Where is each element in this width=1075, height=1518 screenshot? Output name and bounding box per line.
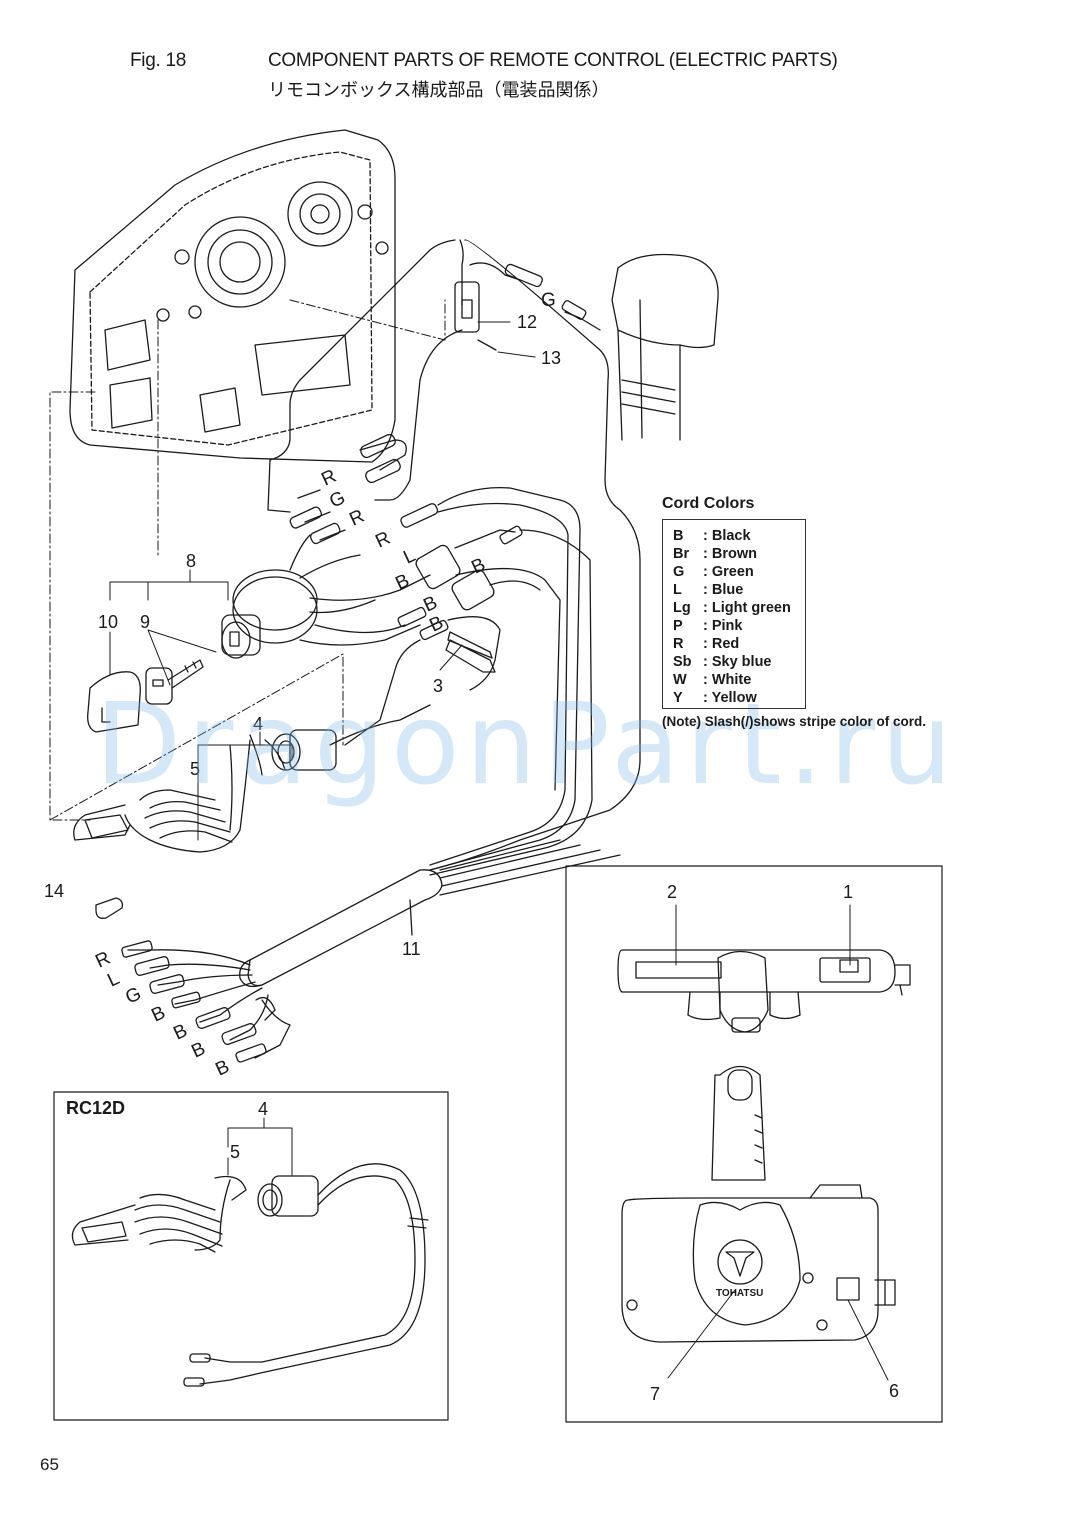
rc12d-stop-switch	[183, 1163, 429, 1387]
terminal-cap	[95, 897, 124, 919]
cord-color-row: Sb: Sky blue	[673, 654, 772, 670]
wire-label: L	[400, 545, 418, 569]
watermark: DragonPart.ru	[95, 680, 959, 810]
wire-label: G	[541, 290, 556, 311]
rc12d-label: RC12D	[66, 1098, 126, 1118]
cord-colors-table: B: Black Br: Brown G: Green L: Blue Lg: …	[662, 519, 806, 709]
callout-2: 2	[667, 882, 677, 902]
wire-label: L	[104, 968, 122, 992]
callout-8: 8	[186, 551, 196, 571]
page-title: COMPONENT PARTS OF REMOTE CONTROL (ELECT…	[268, 50, 838, 71]
wire-label: B	[426, 612, 446, 636]
cord-color-row: L: Blue	[673, 582, 744, 598]
wire-label: B	[188, 1038, 208, 1062]
callout-13: 13	[541, 348, 561, 368]
wire-label: B	[392, 570, 412, 594]
upper-cables	[267, 239, 641, 871]
callout-1: 1	[843, 882, 853, 902]
cable-tie	[447, 631, 493, 659]
cord-colors-title: Cord Colors	[662, 495, 755, 512]
inset-callout-5: 5	[230, 1142, 240, 1162]
wire-label: G	[326, 487, 348, 512]
lanyard-cord	[73, 739, 251, 853]
callout-4: 4	[253, 714, 263, 734]
cord-color-row: Br: Brown	[673, 546, 757, 562]
leader-lines	[49, 299, 446, 821]
wire-label: B	[212, 1056, 232, 1080]
callout-brackets	[109, 321, 536, 1176]
cord-color-row: Lg: Light green	[673, 600, 791, 616]
page-number: 65	[40, 1455, 59, 1474]
callout-10: 10	[98, 612, 118, 632]
callout-11: 11	[402, 939, 421, 959]
control-lever-grip	[611, 253, 719, 441]
control-box-side-view	[621, 1065, 896, 1343]
bullet-connectors	[344, 486, 593, 876]
cord-color-row: R: Red	[673, 636, 740, 652]
rc12d-lanyard	[71, 1175, 247, 1253]
callout-5: 5	[190, 759, 200, 779]
control-box-inset	[565, 865, 943, 1423]
page-title-japanese: リモコンボックス構成部品（電装品関係）	[268, 80, 610, 101]
key-switch	[221, 534, 431, 659]
cord-color-row: G: Green	[673, 564, 754, 580]
wire-label: R	[346, 506, 367, 531]
figure-number: Fig. 18	[130, 50, 186, 71]
wire-label: B	[148, 1002, 168, 1026]
stop-switch	[249, 704, 431, 776]
cord-colors-note: (Note) Slash(/)shows stripe color of cor…	[662, 714, 927, 729]
inset-callout-4: 4	[258, 1099, 268, 1119]
wire-label: G	[122, 983, 144, 1008]
callout-9: 9	[140, 612, 150, 632]
callout-6: 6	[889, 1381, 899, 1401]
cord-color-row: B: Black	[673, 528, 751, 544]
brand-label: TOHATSU	[716, 1288, 763, 1299]
callout-7: 7	[650, 1384, 660, 1404]
control-box-top-view	[617, 949, 911, 1033]
callout-12: 12	[517, 312, 537, 332]
main-harness	[239, 839, 621, 988]
wire-label: R	[318, 466, 339, 491]
remote-control-housing	[69, 129, 396, 463]
cord-color-row: P: Pink	[673, 618, 743, 634]
callout-3: 3	[433, 676, 443, 696]
callout-14: 14	[44, 881, 64, 901]
rc12d-inset	[53, 1091, 449, 1421]
leader-6	[847, 1299, 889, 1381]
wire-label: R	[372, 528, 393, 553]
cord-color-row: W: White	[673, 672, 752, 688]
harness-pigtails	[121, 940, 291, 1063]
key-cap	[87, 671, 141, 733]
key	[145, 659, 204, 705]
wire-label: B	[170, 1020, 190, 1044]
cord-color-row: Y: Yellow	[673, 690, 757, 706]
leader-7	[667, 1289, 736, 1379]
